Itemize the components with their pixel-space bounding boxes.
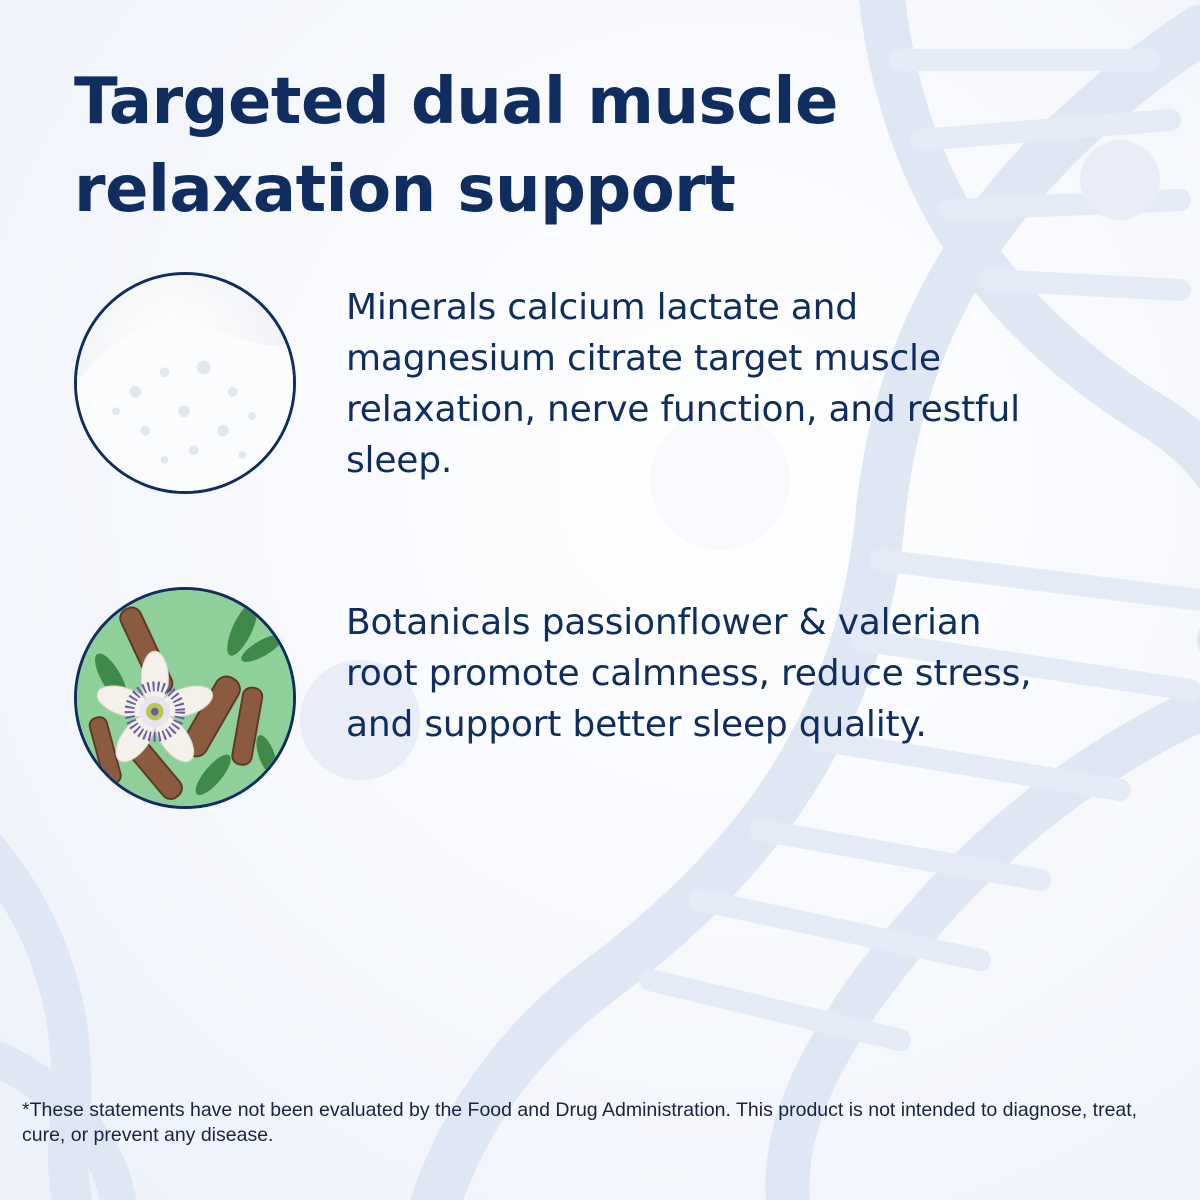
feature-minerals-text: Minerals calcium lactate and magnesium c… <box>346 287 1020 481</box>
fda-disclaimer: *These statements have not been evaluate… <box>22 1099 1138 1146</box>
calcium-magnesium-powder-image <box>74 272 296 494</box>
headline: Targeted dual muscle relaxation support <box>74 65 838 227</box>
feature-botanicals-text: Botanicals passionflower & valerian root… <box>346 602 1032 745</box>
passionflower-valerian-root-image <box>74 587 296 809</box>
